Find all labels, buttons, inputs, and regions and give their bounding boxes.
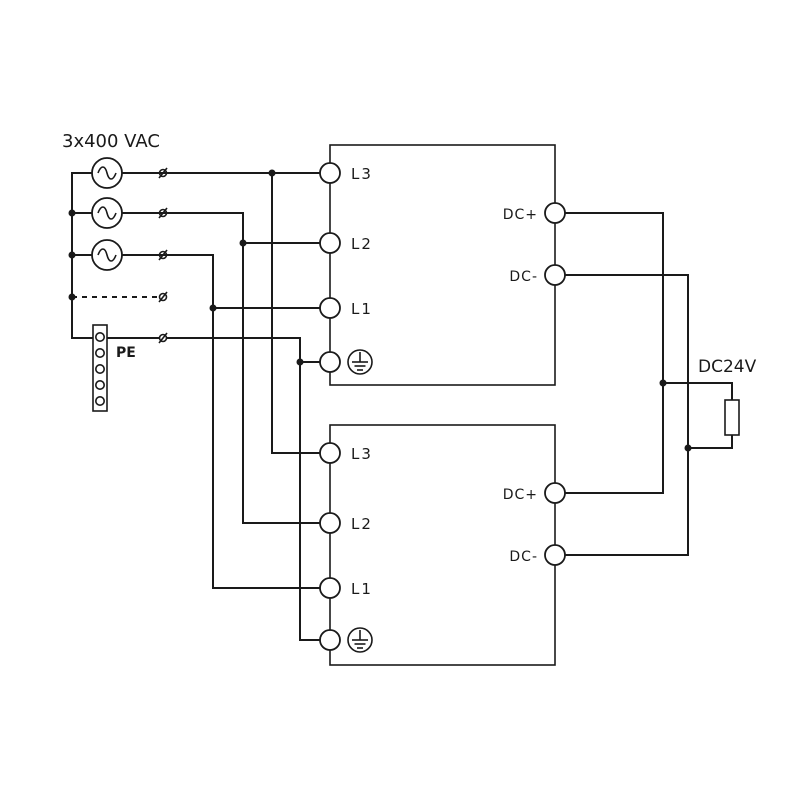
- unit1-terminal-dc-minus: [544, 264, 566, 286]
- fuse-symbol-icon: [158, 291, 168, 303]
- unit1-label-l3: L3: [351, 165, 373, 183]
- unit1-terminal-l2: [319, 232, 341, 254]
- junction-dot: [209, 304, 217, 312]
- fuse-symbol-icon: [158, 207, 168, 219]
- unit2-label-l1: L1: [351, 580, 373, 598]
- unit1-terminal-pe: [319, 351, 341, 373]
- power-supply-unit-2: [329, 424, 556, 666]
- unit2-label-dc-plus: DC+: [503, 487, 538, 503]
- unit1-terminal-l1: [319, 297, 341, 319]
- junction-dot: [68, 251, 76, 259]
- ground-icon: [347, 349, 373, 375]
- ac-source-icon: [91, 157, 123, 189]
- unit1-terminal-l3: [319, 162, 341, 184]
- junction-dot: [268, 169, 276, 177]
- pe-label: PE: [116, 345, 136, 361]
- unit2-label-l3: L3: [351, 445, 373, 463]
- fuse-symbol-icon: [158, 167, 168, 179]
- junction-dot: [68, 293, 76, 301]
- ac-source-icon: [91, 239, 123, 271]
- junction-dot: [239, 239, 247, 247]
- unit2-terminal-dc-minus: [544, 544, 566, 566]
- ac-source-icon: [91, 197, 123, 229]
- wire-pe: [107, 337, 330, 641]
- wire-l3-branch: [271, 173, 330, 454]
- ground-icon: [347, 627, 373, 653]
- wire-load-minus: [688, 435, 733, 449]
- junction-dot: [684, 444, 692, 452]
- unit1-label-l1: L1: [351, 300, 373, 318]
- resistor-load-icon: [724, 399, 740, 436]
- supply-label: 3x400 VAC: [62, 131, 160, 152]
- unit2-label-l2: L2: [351, 515, 373, 533]
- wire-l2: [122, 212, 330, 524]
- unit1-label-l2: L2: [351, 235, 373, 253]
- fuse-symbol-icon: [158, 332, 168, 344]
- unit2-terminal-pe: [319, 629, 341, 651]
- unit2-label-dc-minus: DC-: [509, 549, 538, 565]
- fuse-symbol-icon: [158, 249, 168, 261]
- unit1-label-dc-minus: DC-: [509, 269, 538, 285]
- wire-load-plus: [663, 382, 733, 400]
- unit1-terminal-dc-plus: [544, 202, 566, 224]
- unit2-terminal-dc-plus: [544, 482, 566, 504]
- pe-terminal-strip: [92, 324, 108, 412]
- unit2-terminal-l3: [319, 442, 341, 464]
- junction-dot: [68, 209, 76, 217]
- power-supply-unit-1: [329, 144, 556, 386]
- wire-dc-minus: [555, 274, 689, 556]
- unit2-terminal-l1: [319, 577, 341, 599]
- unit1-label-dc-plus: DC+: [503, 207, 538, 223]
- wire-l1: [122, 254, 330, 589]
- junction-dot: [296, 358, 304, 366]
- wire-dc-plus: [555, 212, 664, 494]
- unit2-terminal-l2: [319, 512, 341, 534]
- junction-dot: [659, 379, 667, 387]
- output-label: DC24V: [698, 357, 757, 377]
